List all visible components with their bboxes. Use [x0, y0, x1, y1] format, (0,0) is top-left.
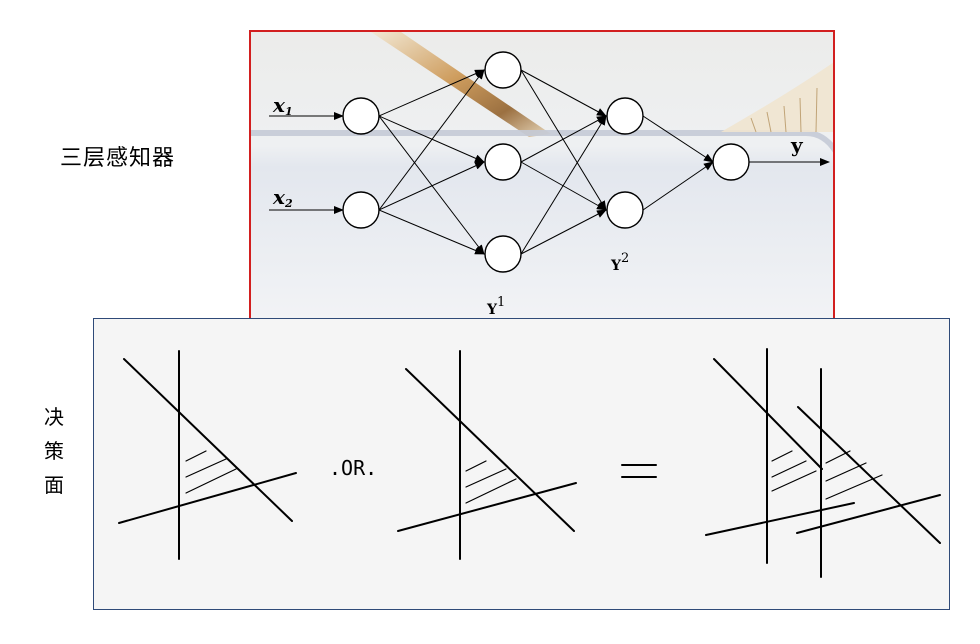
hidden2-node-1	[606, 97, 644, 135]
input-label-x2: x2	[272, 185, 293, 210]
hidden1-node-2	[484, 143, 522, 181]
decorative-tail	[721, 62, 833, 132]
decision-region-union	[705, 348, 941, 578]
connections	[269, 69, 830, 255]
neural-network-panel: x1 x2 y Y1 Y2	[249, 30, 835, 330]
output-node	[712, 143, 750, 181]
decorative-tail-marks	[750, 87, 818, 133]
output-label-y: y	[790, 133, 804, 157]
decision-region-a	[118, 350, 297, 560]
decision-surface-panel: .OR.	[93, 318, 950, 610]
input-node-1	[342, 97, 380, 135]
label-decision-surface-char-3: 面	[44, 473, 64, 497]
equals-sign	[621, 464, 657, 478]
decorative-band	[251, 129, 833, 153]
input-node-2	[342, 191, 380, 229]
label-decision-surface: 决 策 面	[42, 400, 66, 502]
layer2-label: Y2	[610, 251, 629, 274]
or-operator-text: .OR.	[329, 456, 377, 480]
decision-region-b	[397, 350, 577, 560]
neural-network-diagram: x1 x2 y Y1 Y2	[251, 32, 833, 328]
decision-surface-diagram: .OR.	[118, 348, 941, 578]
label-decision-surface-char-2: 策	[44, 439, 64, 463]
layer1-label: Y1	[486, 295, 505, 318]
panel-background	[251, 32, 833, 328]
hidden2-node-2	[606, 191, 644, 229]
hidden1-node-1	[484, 51, 522, 89]
label-three-layer-perceptron: 三层感知器	[60, 146, 176, 171]
hidden1-node-3	[484, 235, 522, 273]
decorative-wedge	[371, 32, 551, 137]
input-label-x1: x1	[272, 93, 293, 118]
label-decision-surface-char-1: 决	[44, 405, 64, 429]
